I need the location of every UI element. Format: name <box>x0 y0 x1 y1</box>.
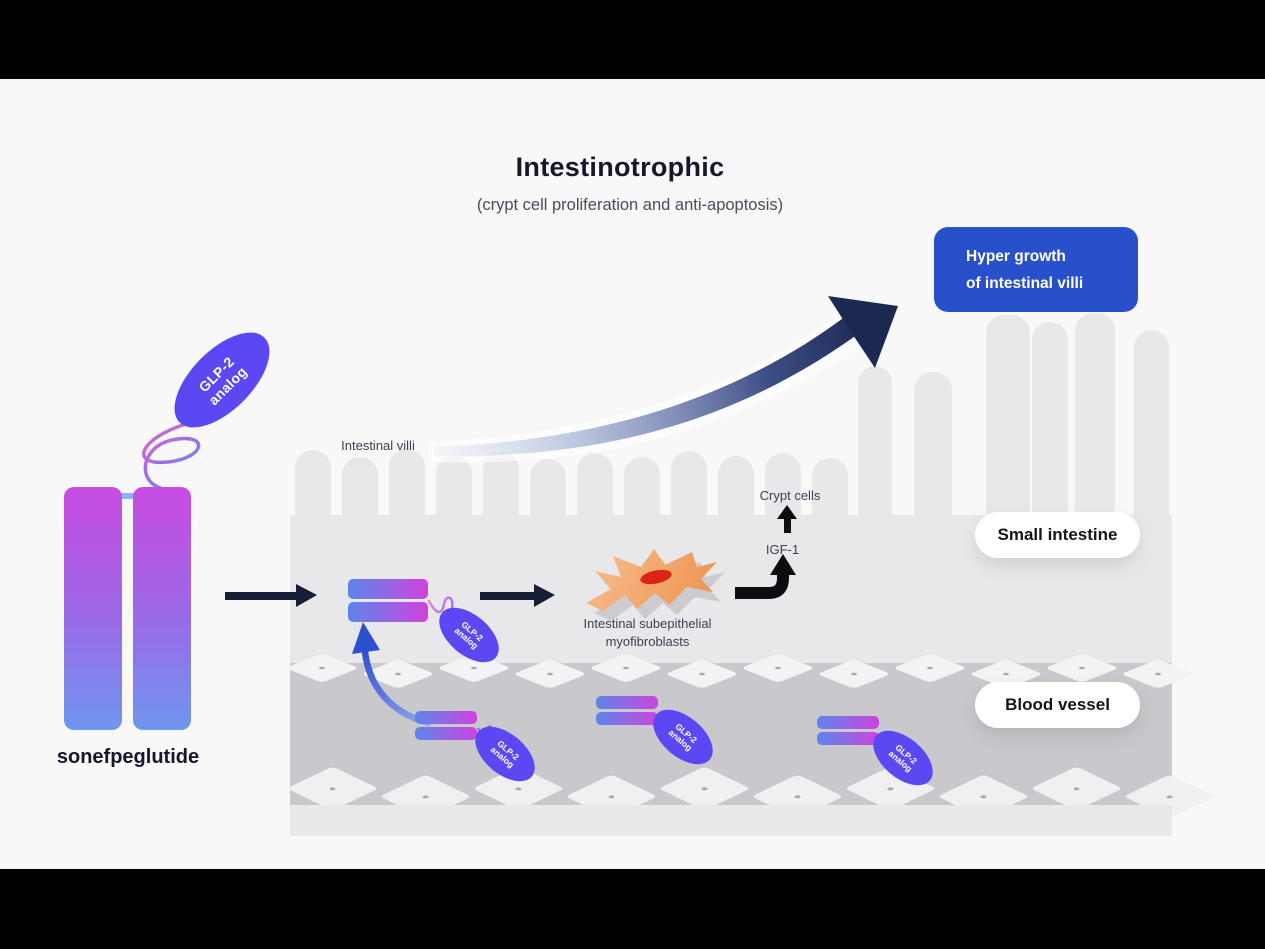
cell-nucleus-dot <box>773 666 783 670</box>
drug-bar-left <box>64 487 122 730</box>
vessel-lower-wall <box>290 805 1172 836</box>
page-title: Intestinotrophic <box>515 152 725 182</box>
drug-name-label: sonefpeglutide <box>56 746 200 768</box>
drug-chain-bridge <box>118 493 138 499</box>
myofibroblasts-label-line2: myofibroblasts <box>605 634 690 649</box>
igf1-label: IGF-1 <box>765 542 800 557</box>
cell-nucleus-dot <box>420 793 430 799</box>
blood-vessel-pill: Blood vessel <box>975 682 1140 728</box>
vessel-molecule-bar <box>415 727 477 740</box>
drug-bar-right <box>133 487 191 730</box>
cell-nucleus-dot <box>978 793 988 799</box>
small-intestine-pill: Small intestine <box>975 512 1140 558</box>
vessel-molecule-bar <box>817 732 879 745</box>
villus-silhouette-tall <box>986 315 1030 525</box>
outcome-box: Hyper growth of intestinal villi <box>934 227 1138 312</box>
villus-silhouette-tall <box>914 372 952 525</box>
villus-silhouette-tall <box>1032 322 1068 525</box>
vessel-molecule-bar <box>596 696 658 709</box>
receptor-bar-top <box>348 579 428 599</box>
outcome-line1: Hyper growth <box>966 247 1066 265</box>
cell-nucleus-dot <box>1077 666 1087 670</box>
villus-silhouette-tall <box>1134 330 1169 525</box>
top-letterbox-bar <box>0 0 1265 79</box>
cell-nucleus-dot <box>317 666 327 670</box>
outcome-line2: of intestinal villi <box>966 274 1084 292</box>
cell-nucleus-dot <box>1001 672 1011 676</box>
cell-nucleus-dot <box>621 666 631 670</box>
cell-nucleus-dot <box>697 672 707 676</box>
cell-nucleus-dot <box>469 666 479 670</box>
page-subtitle: (crypt cell proliferation and anti-apopt… <box>476 196 784 214</box>
receptor-bar-bottom <box>348 602 428 622</box>
cell-nucleus-dot <box>1164 793 1174 799</box>
cell-nucleus-dot <box>792 793 802 799</box>
bottom-letterbox-bar <box>0 869 1265 949</box>
villus-silhouette-tall <box>858 366 892 525</box>
vessel-molecule-bar <box>415 711 477 724</box>
cell-nucleus-dot <box>925 666 935 670</box>
cell-nucleus-dot <box>1153 672 1163 676</box>
cell-nucleus-dot <box>849 672 859 676</box>
vessel-molecule-bar <box>817 716 879 729</box>
vessel-molecule-bar <box>596 712 658 725</box>
cell-nucleus-dot <box>327 785 337 791</box>
intestinal-villi-label: Intestinal villi <box>341 438 415 453</box>
cell-nucleus-dot <box>885 785 895 791</box>
myofibroblasts-label-line1: Intestinal subepithelial <box>583 616 712 631</box>
crypt-cells-label: Crypt cells <box>759 488 821 503</box>
cell-nucleus-dot <box>393 672 403 676</box>
cell-nucleus-dot <box>606 793 616 799</box>
cell-nucleus-dot <box>699 785 709 791</box>
cell-nucleus-dot <box>545 672 555 676</box>
cell-nucleus-dot <box>1071 785 1081 791</box>
villus-silhouette-tall <box>1075 313 1115 525</box>
cell-nucleus-dot <box>513 785 523 791</box>
